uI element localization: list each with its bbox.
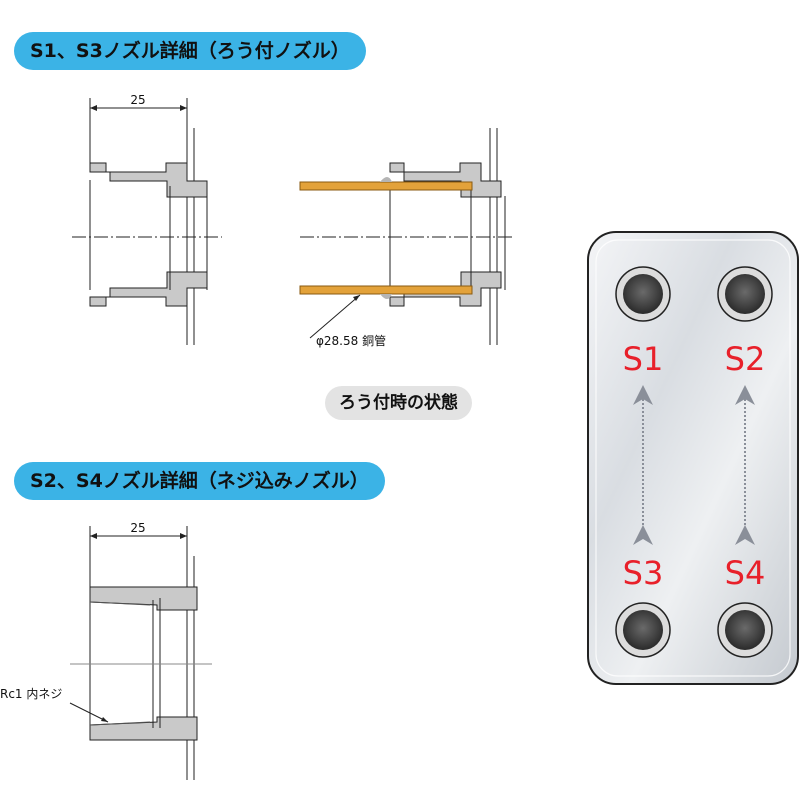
port-label-s2: S2 xyxy=(725,340,766,378)
port-label-s3: S3 xyxy=(623,554,664,592)
port-s4 xyxy=(717,602,773,658)
port-s3 xyxy=(615,602,671,658)
brazed-state-label: ろう付時の状態 xyxy=(325,386,472,420)
thread-label: Rc1 内ネジ xyxy=(0,687,62,701)
section-title-s2-s4: S2、S4ノズル詳細（ネジ込みノズル） xyxy=(14,462,385,500)
port-s2 xyxy=(717,266,773,322)
section-title-s1-s3: S1、S3ノズル詳細（ろう付ノズル） xyxy=(14,32,366,70)
copper-pipe-label: φ28.58 銅管 xyxy=(316,333,386,348)
plate-heat-exchanger xyxy=(587,231,799,685)
brazed-nozzle-section xyxy=(299,128,515,345)
s1-nozzle-section xyxy=(72,98,222,345)
port-label-s1: S1 xyxy=(623,340,664,378)
dimension-top: 25 xyxy=(130,93,145,107)
dimension-bottom: 25 xyxy=(130,521,145,535)
s2-nozzle-section xyxy=(69,526,212,780)
port-s1 xyxy=(615,266,671,322)
port-label-s4: S4 xyxy=(725,554,766,592)
